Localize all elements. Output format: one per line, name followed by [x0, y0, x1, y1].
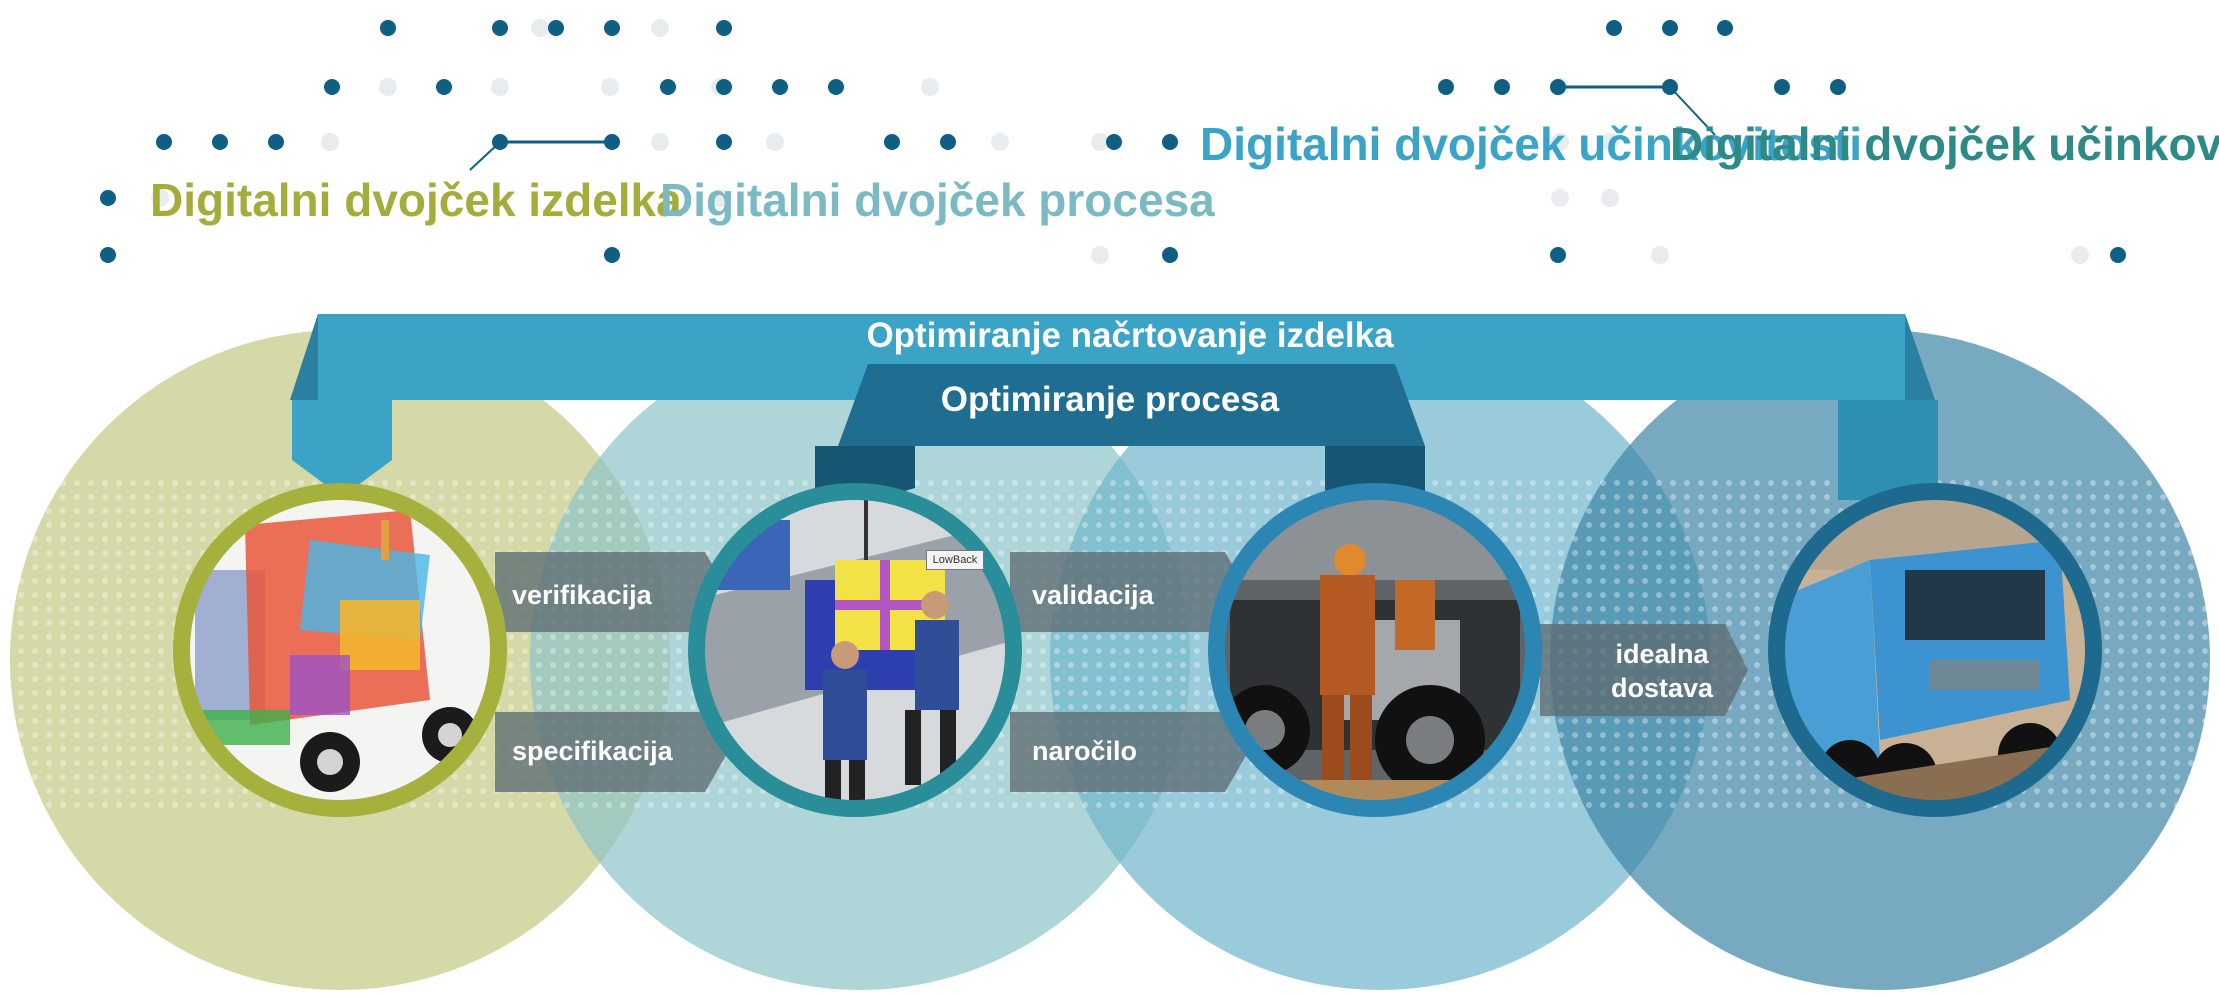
product-twin-title: Digitalni dvojček izdelka — [150, 174, 682, 226]
ideal-delivery-label: idealna dostava — [1610, 639, 1714, 703]
dump-truck-icon — [1768, 483, 2102, 817]
flow-arrows — [495, 552, 1748, 792]
mechanics-engine-icon — [1208, 483, 1542, 817]
order-arrow — [1010, 712, 1248, 792]
verification-arrow — [495, 552, 728, 632]
network-dots — [100, 20, 2126, 263]
lowback-tag: LowBack — [926, 550, 984, 570]
validation-label: validacija — [1032, 580, 1154, 610]
inner-band-shape — [815, 364, 1425, 503]
specification-arrow — [495, 712, 728, 792]
verification-label: verifikacija — [512, 580, 652, 610]
outer-band-shape — [290, 314, 1938, 500]
ideal-delivery-arrow — [1540, 624, 1748, 716]
performance-twin-title: Digitalni dvojček učinkovitosti — [1200, 118, 1863, 170]
component-twin-title: Digitalni dvojček učinkovitosti gradniko… — [1670, 118, 2219, 170]
specification-label: specifikacija — [512, 736, 673, 766]
inner-band-label: Optimiranje procesa — [940, 380, 1280, 419]
process-twin-title: Digitalni dvojček procesa — [660, 174, 1215, 226]
order-label: naročilo — [1032, 736, 1138, 766]
validation-arrow — [1010, 552, 1248, 632]
truck-cad-icon — [173, 483, 507, 817]
outer-band-label: Optimiranje načrtovanje izdelka — [866, 316, 1394, 355]
